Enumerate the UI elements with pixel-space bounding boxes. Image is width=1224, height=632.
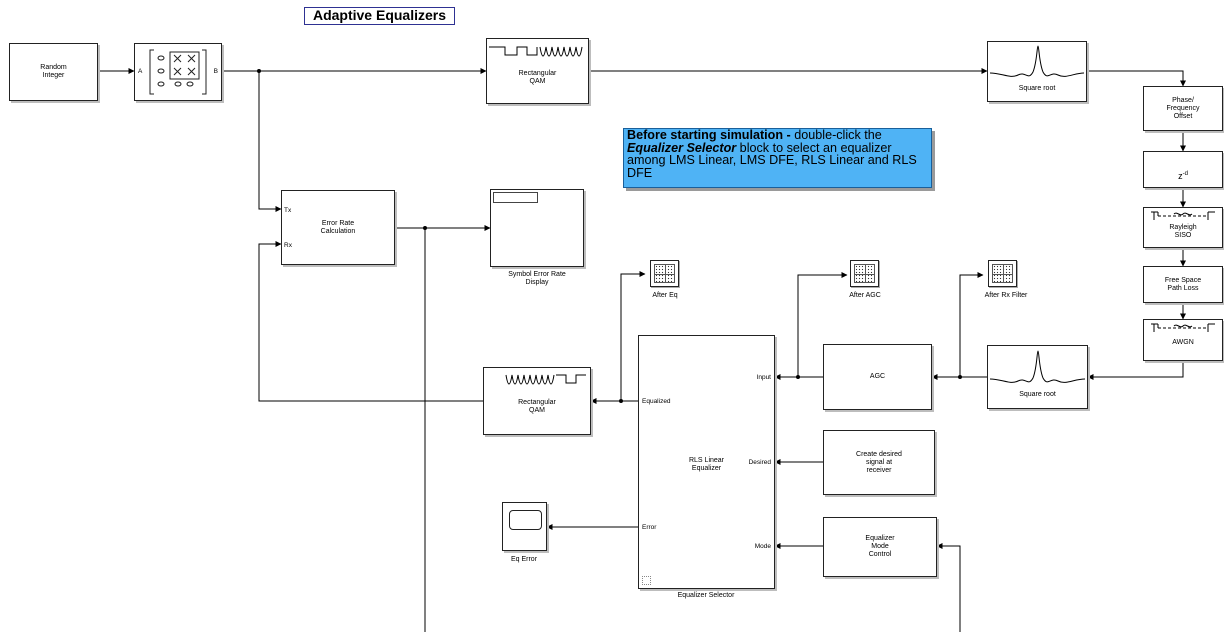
eq-error-caption: Eq Error: [510, 556, 538, 563]
block-label: z-d: [1144, 159, 1222, 181]
sinc-pulse-icon: [989, 45, 1085, 77]
branch-point: [257, 69, 261, 73]
mapper-port-b: B: [213, 68, 218, 75]
after-rx-filter-caption: After Rx Filter: [984, 292, 1028, 299]
ser-display-block[interactable]: [490, 189, 584, 267]
delay-block[interactable]: z-d: [1143, 151, 1223, 188]
port-equalized-label: Equalized: [642, 398, 671, 405]
path-loss-block[interactable]: Free Space Path Loss: [1143, 266, 1223, 303]
equalizer-name: RLS Linear Equalizer: [688, 457, 725, 472]
signal-line: [1087, 70, 1186, 87]
branch-point: [619, 399, 623, 403]
desired-signal-block[interactable]: Create desired signal at receiver: [823, 430, 935, 495]
subsystem-icon: [642, 576, 651, 585]
signal-line: [1087, 361, 1184, 380]
after-agc-scope[interactable]: [850, 260, 879, 287]
random-integer-block[interactable]: Random Integer: [9, 43, 98, 101]
branch-point: [796, 375, 800, 379]
phase-frequency-offset-block[interactable]: Phase/ Frequency Offset: [1143, 86, 1223, 131]
awgn-channel-block[interactable]: AWGN: [1143, 319, 1223, 361]
eq-error-scope[interactable]: [502, 502, 547, 551]
symbol-mapper-block[interactable]: A B: [134, 43, 222, 101]
block-label: Square root: [1018, 85, 1056, 92]
delay-exponent: -d: [1182, 170, 1188, 177]
scope-screen: [509, 510, 542, 530]
note-italic: Equalizer Selector: [627, 140, 737, 155]
equalizer-selector-caption: Equalizer Selector: [677, 592, 735, 599]
signal-line: [797, 272, 848, 377]
port-desired-label: Desired: [748, 459, 771, 466]
ser-display-caption: Symbol Error Rate Display: [508, 271, 566, 286]
qam-modulator-block[interactable]: Rectangular QAM: [486, 38, 589, 104]
rayleigh-channel-block[interactable]: Rayleigh SISO: [1143, 207, 1223, 248]
signal-line: [959, 272, 984, 377]
block-label: Random Integer: [40, 64, 67, 79]
after-eq-scope[interactable]: [650, 260, 679, 287]
block-label: Create desired signal at receiver: [856, 450, 902, 474]
port-mode-label: Mode: [754, 543, 771, 550]
signal-line: [258, 241, 483, 402]
signal-line: [620, 271, 646, 401]
instruction-note: Before starting simulation - double-clic…: [623, 128, 932, 188]
block-label: Phase/ Frequency Offset: [1166, 96, 1200, 120]
signal-line: [936, 543, 961, 632]
block-label: Square root: [1019, 391, 1056, 398]
block-label: Free Space Path Loss: [1164, 276, 1202, 292]
modulation-wave-icon: [489, 46, 583, 57]
after-eq-caption: After Eq: [652, 292, 678, 299]
mapper-matrix-icon: [149, 49, 207, 95]
branch-point: [958, 375, 962, 379]
after-rx-filter-scope[interactable]: [988, 260, 1017, 287]
mode-control-block[interactable]: Equalizer Mode Control: [823, 517, 937, 577]
block-label: Equalizer Mode Control: [865, 535, 895, 558]
note-text: block to select an equalizer among LMS L…: [627, 140, 917, 180]
port-rx-label: Rx: [284, 242, 292, 249]
block-label: Rayleigh SISO: [1169, 224, 1197, 239]
mapper-port-a: A: [138, 68, 143, 75]
error-rate-block[interactable]: Tx Rx Error Rate Calculation: [281, 190, 395, 265]
channel-icon: [1151, 211, 1215, 220]
block-label: Error Rate Calculation: [320, 219, 356, 235]
demodulation-wave-icon: [505, 374, 586, 385]
delay-symbol: z: [1178, 170, 1183, 181]
qam-demodulator-block[interactable]: Rectangular QAM: [483, 367, 591, 435]
port-error-label: Error: [642, 524, 657, 531]
block-label: Rectangular QAM: [518, 70, 557, 85]
equalizer-selector-block[interactable]: Equalized Error Input Desired Mode RLS L…: [638, 335, 775, 589]
display-readout: [493, 192, 538, 203]
block-label: AWGN: [1172, 339, 1194, 346]
agc-block[interactable]: AGC: [823, 344, 932, 410]
channel-icon: [1151, 323, 1215, 332]
port-tx-label: Tx: [284, 207, 292, 214]
sqrt-tx-filter-block[interactable]: Square root: [987, 41, 1087, 102]
after-agc-caption: After AGC: [849, 292, 881, 299]
note-bold: Before starting simulation -: [627, 128, 791, 142]
branch-point: [423, 226, 427, 230]
port-input-label: Input: [756, 374, 771, 381]
signal-line: [258, 71, 282, 212]
sqrt-rx-filter-block[interactable]: Square root: [987, 345, 1088, 409]
block-label: AGC: [869, 373, 886, 380]
note-text: double-click the: [790, 128, 882, 142]
block-label: Rectangular QAM: [518, 399, 556, 414]
sinc-pulse-icon: [989, 350, 1086, 383]
diagram-title: Adaptive Equalizers: [304, 7, 455, 25]
